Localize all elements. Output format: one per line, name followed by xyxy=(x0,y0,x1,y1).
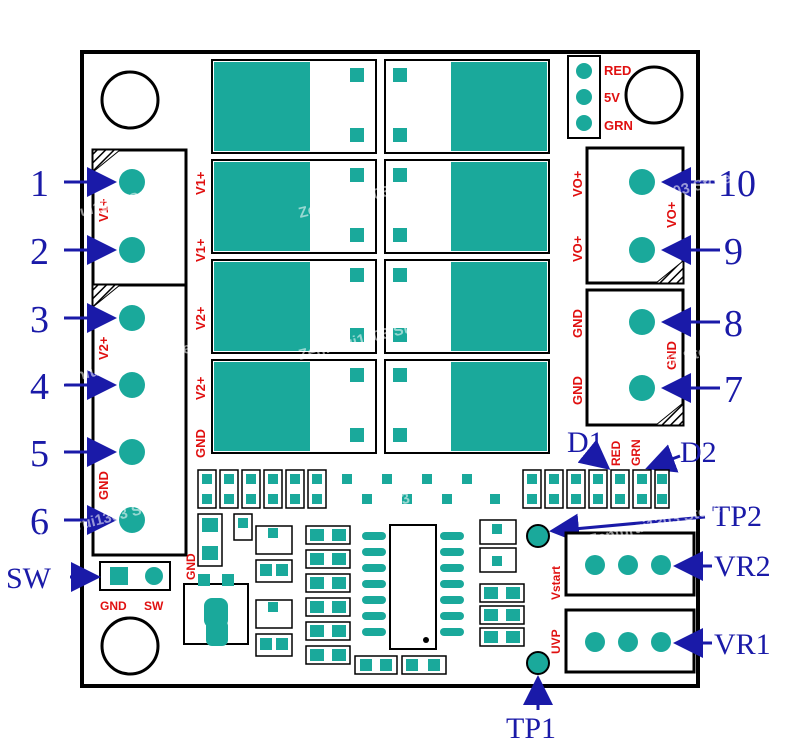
right-vo-a: VO+ xyxy=(570,170,585,197)
right-gnd-a: GND xyxy=(570,309,585,338)
switch-sw-label: SW xyxy=(144,599,164,613)
component-row-pads xyxy=(202,474,667,504)
power-pad-block xyxy=(384,359,550,454)
transistor-footprint xyxy=(183,574,249,646)
passive-column-right-pads xyxy=(484,524,520,643)
pin-label-6: 6 xyxy=(30,501,49,543)
pin-label-8: 8 xyxy=(724,303,743,345)
mounting-hole-top-left xyxy=(100,70,160,130)
right-vo-b: VO+ xyxy=(570,235,585,262)
led-5v-label: 5V xyxy=(604,90,620,105)
mid-v1plus-a: V1+ xyxy=(193,171,208,195)
small-parts-left-pads xyxy=(202,518,288,650)
power-pad-block xyxy=(211,359,377,454)
switch-footprint xyxy=(99,561,171,591)
vr1-label: VR1 xyxy=(714,628,771,661)
bottom-row-pads xyxy=(360,659,440,671)
mounting-hole-bottom-left xyxy=(100,616,160,676)
pin-label-2: 2 xyxy=(30,231,49,273)
vstart-label: Vstart xyxy=(549,566,563,600)
power-pad-block xyxy=(384,259,550,354)
right-gnd-inner: GND xyxy=(664,341,679,370)
trimmer-vr1 xyxy=(564,608,696,674)
led-grn-label: GRN xyxy=(604,118,633,133)
sw-label: SW xyxy=(6,562,52,595)
mid-gnd: GND xyxy=(193,429,208,458)
pin-label-1: 1 xyxy=(30,163,49,205)
ic-pins xyxy=(362,532,464,636)
pin-arrows-right xyxy=(661,167,720,403)
right-gnd-b: GND xyxy=(570,376,585,405)
right-vo-inner: VO+ xyxy=(664,201,679,228)
mounting-hole-top-right xyxy=(624,65,684,125)
d2-grn-label: GRN xyxy=(629,439,643,466)
mid-v1plus-b: V1+ xyxy=(193,238,208,262)
led-header xyxy=(567,55,601,139)
test-point-tp1 xyxy=(526,651,550,675)
vr2-label: VR2 xyxy=(714,550,771,583)
output-connector-gnd xyxy=(585,288,685,427)
pin-label-4: 4 xyxy=(30,366,49,408)
uvp-label: UVP xyxy=(549,629,563,654)
conn-gnd-label: GND xyxy=(96,471,111,500)
pin-label-9: 9 xyxy=(724,231,743,273)
pin-label-3: 3 xyxy=(30,299,49,341)
switch-gnd-label: GND xyxy=(100,599,127,613)
power-pad-block xyxy=(211,59,377,154)
led-red-label: RED xyxy=(604,63,631,78)
pin-arrows-left xyxy=(64,167,117,535)
test-point-tp2 xyxy=(526,524,550,548)
power-pad-array xyxy=(211,59,550,454)
power-pad-block xyxy=(384,59,550,154)
tp1-label: TP1 xyxy=(506,712,556,745)
conn-v2-label: V2+ xyxy=(96,336,111,360)
pin-label-10: 10 xyxy=(718,163,756,205)
power-pad-block xyxy=(211,259,377,354)
conn-v1-label: V1+ xyxy=(96,198,111,222)
passive-column-left-pads xyxy=(310,529,346,661)
d2-label: D2 xyxy=(680,436,717,469)
ic-chip xyxy=(389,524,437,650)
power-pad-block xyxy=(211,159,377,254)
pin-label-7: 7 xyxy=(724,369,743,411)
d1-red-label: RED xyxy=(609,440,623,466)
pin-label-5: 5 xyxy=(30,433,49,475)
d1-label: D1 xyxy=(567,426,604,459)
power-pad-block xyxy=(384,159,550,254)
tp2-label: TP2 xyxy=(712,500,762,533)
gnd-vertical-label: GND xyxy=(184,553,198,580)
trimmer-vr2 xyxy=(564,531,696,597)
mid-v2plus-b: V2+ xyxy=(193,376,208,400)
mid-v2plus-a: V2+ xyxy=(193,306,208,330)
